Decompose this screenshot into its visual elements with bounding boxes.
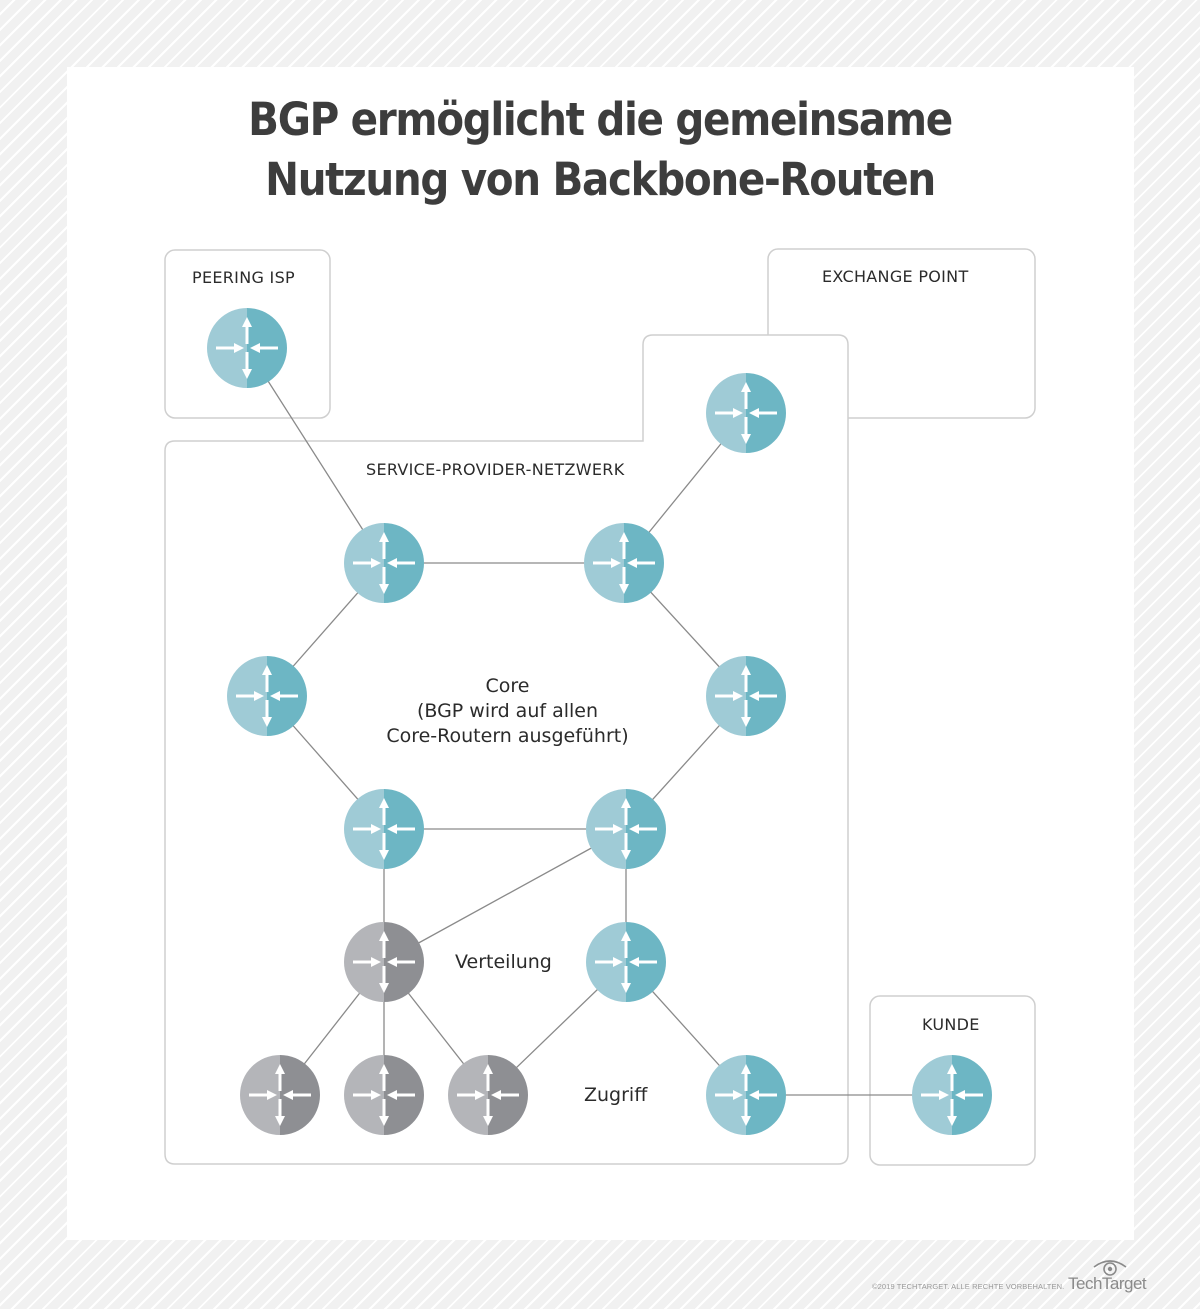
diagram-title: BGP ermöglicht die gemeinsame Nutzung vo…: [60, 90, 1140, 210]
router-icon: [706, 656, 786, 736]
router-icon: [584, 523, 664, 603]
link-core_br-dist_l: [383, 828, 627, 963]
core-desc-line-2: Core-Routern ausgeführt): [386, 725, 629, 747]
router-icon: [227, 656, 307, 736]
router-icon: [448, 1055, 528, 1135]
kunde-label: KUNDE: [922, 1015, 980, 1034]
router-icon: [912, 1055, 992, 1135]
router-icon: [240, 1055, 320, 1135]
core-title: Core: [485, 675, 530, 697]
router-icon: [706, 1055, 786, 1135]
exchange-point-label: EXCHANGE POINT: [822, 267, 969, 286]
techtarget-logo: TechTarget: [1068, 1274, 1147, 1293]
router-icon: [344, 789, 424, 869]
region-boxes: [164, 248, 1036, 1166]
router-nodes: [207, 308, 992, 1135]
access-label: Zugriff: [584, 1084, 648, 1106]
router-icon: [344, 523, 424, 603]
router-icon: [207, 308, 287, 388]
service-provider-box: [164, 334, 849, 1165]
peering-isp-label: PEERING ISP: [192, 268, 295, 287]
copyright-notice: ©2019 TECHTARGET. ALLE RECHTE VORBEHALTE…: [872, 1282, 1065, 1291]
techtarget-eye-icon: [1093, 1260, 1127, 1276]
core-label: Core (BGP wird auf allen Core-Routern au…: [360, 674, 655, 749]
core-desc-line-1: (BGP wird auf allen: [416, 700, 599, 722]
router-icon: [344, 1055, 424, 1135]
router-icon: [586, 789, 666, 869]
title-line-1: BGP ermöglicht die gemeinsame: [248, 93, 953, 146]
router-icon: [586, 922, 666, 1002]
router-icon: [344, 922, 424, 1002]
router-icon: [706, 373, 786, 453]
service-provider-label: SERVICE-PROVIDER-NETZWERK: [366, 460, 625, 479]
link-peering-core_tl: [246, 347, 385, 564]
title-line-2: Nutzung von Backbone-Routen: [265, 153, 936, 206]
distribution-label: Verteilung: [455, 951, 552, 973]
